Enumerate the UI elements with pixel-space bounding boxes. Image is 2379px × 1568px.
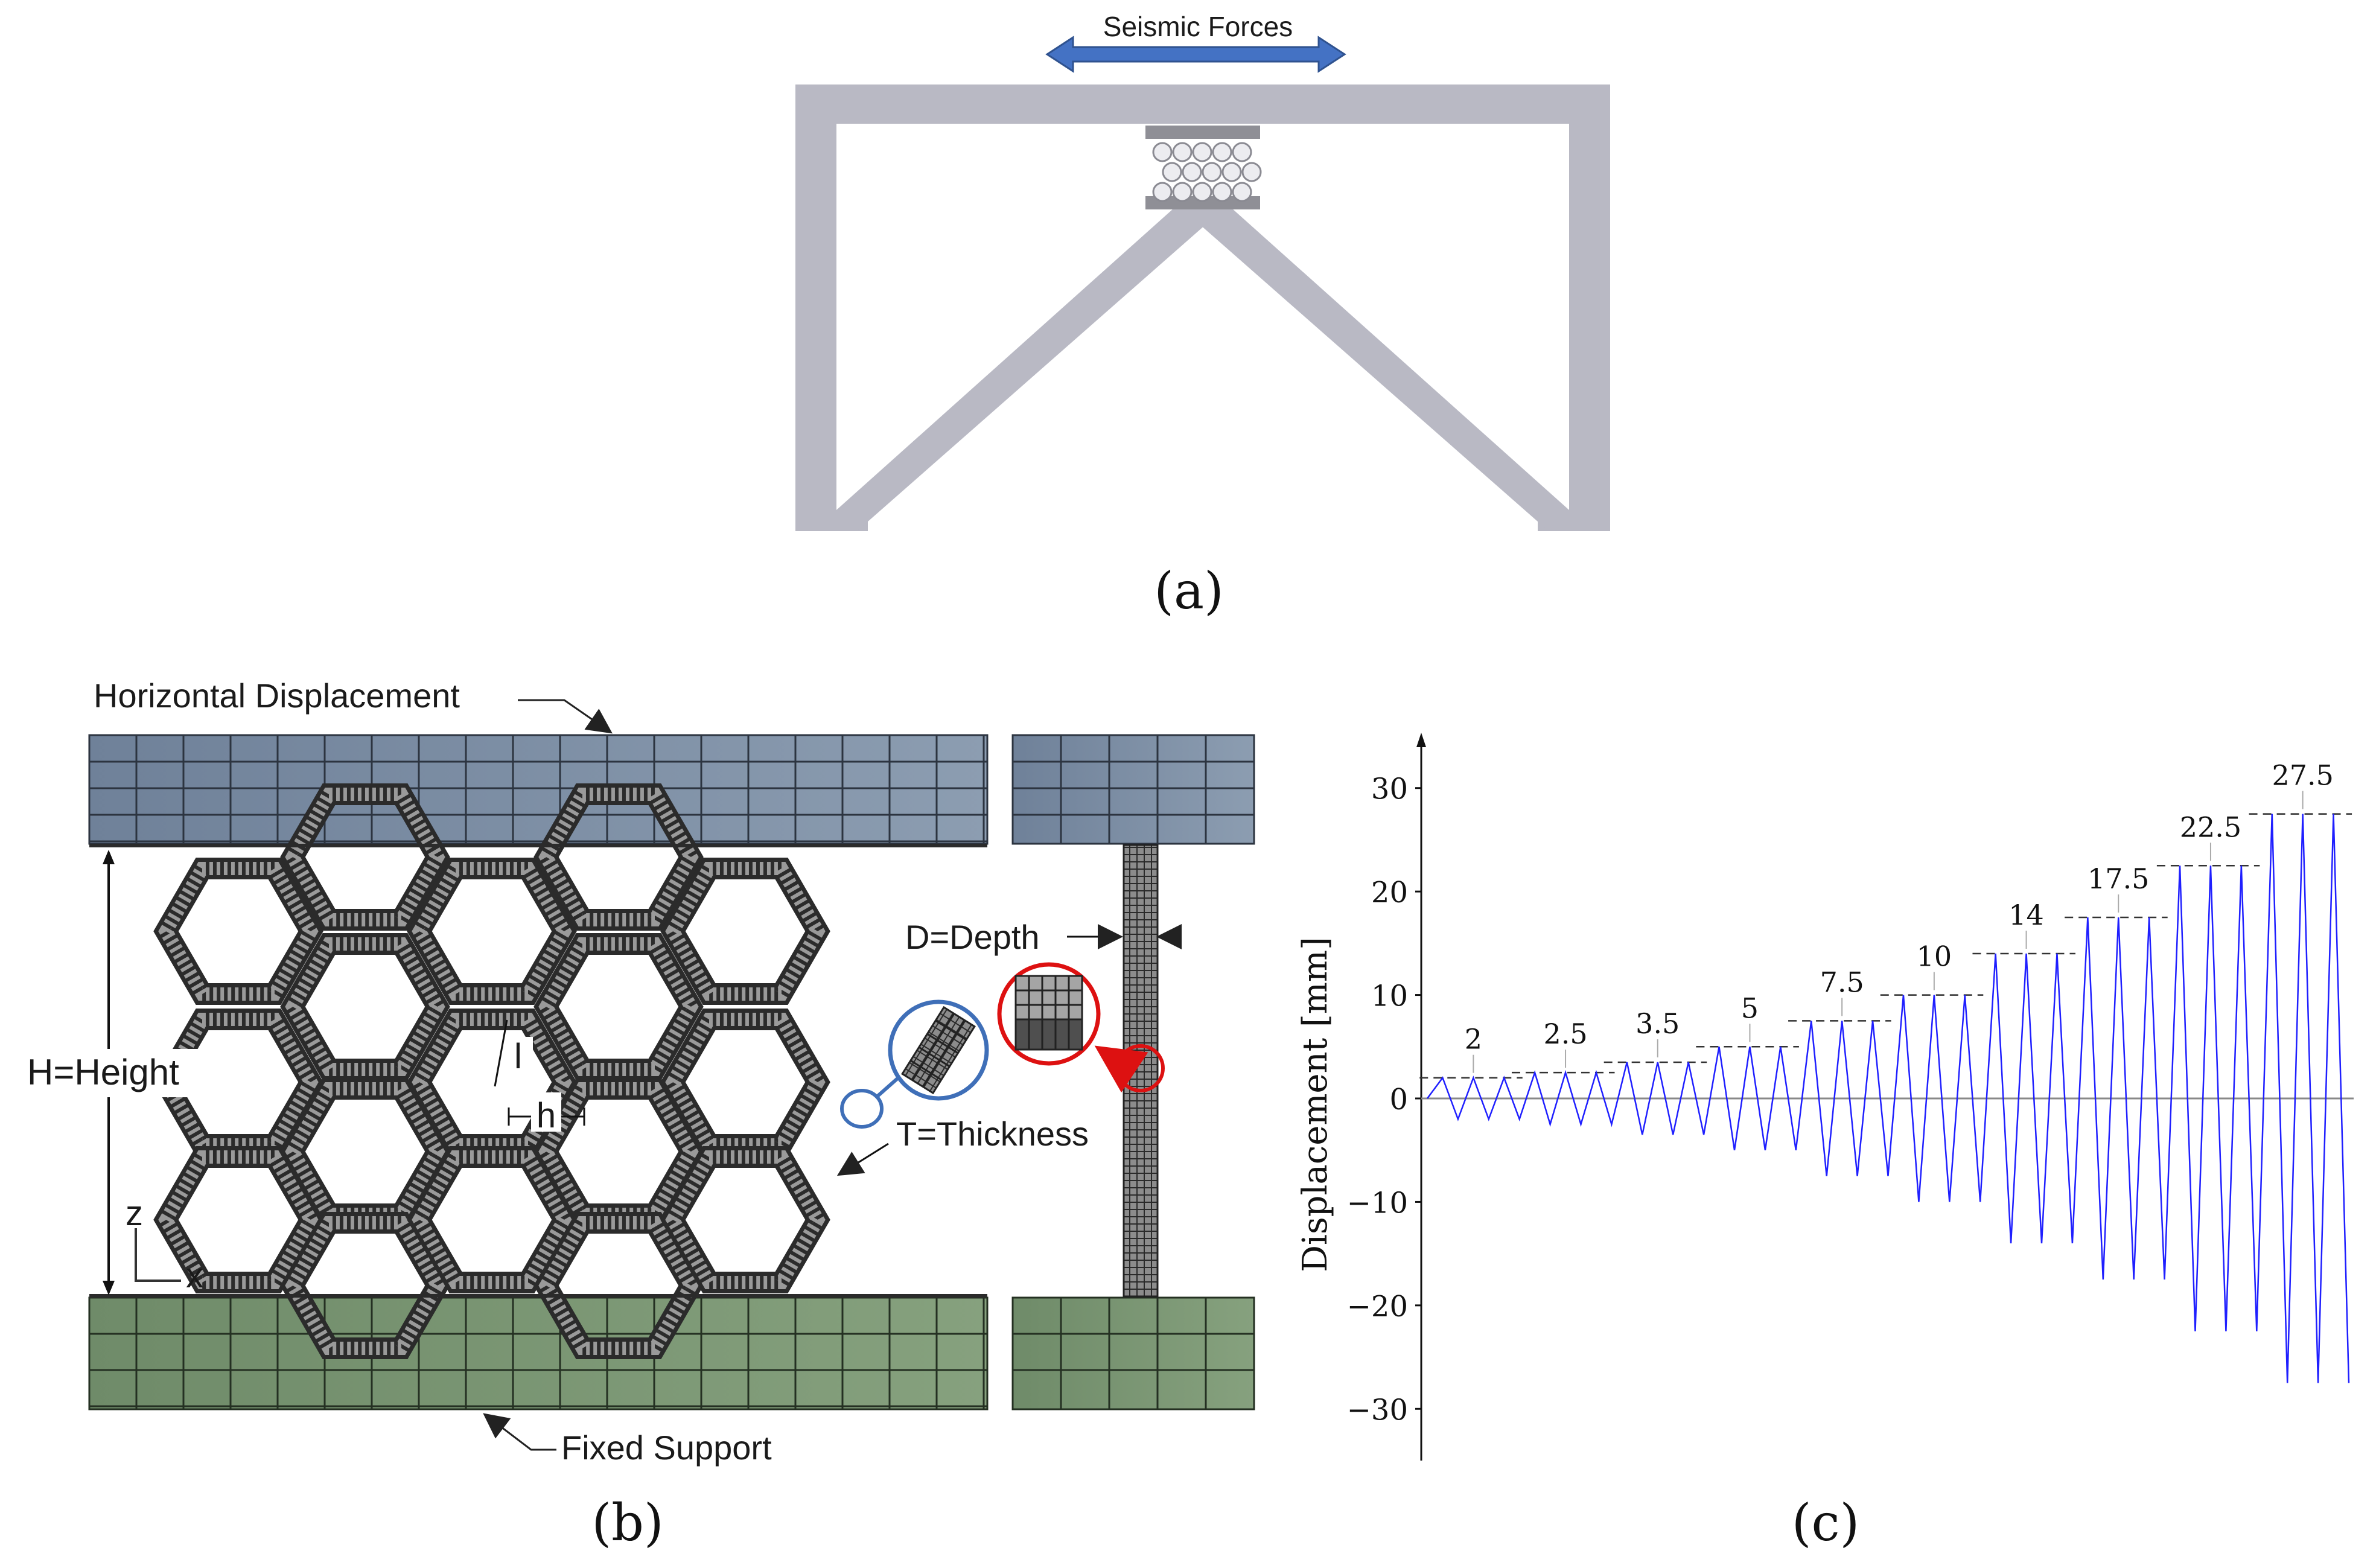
amplitude-label: 17.5	[2088, 862, 2149, 895]
amplitude-label: 2.5	[1543, 1018, 1587, 1050]
y-tick-label: 20	[1371, 876, 1408, 910]
honeycomb-cell-mesh	[158, 1013, 319, 1152]
depth-label: D=Depth	[905, 918, 1040, 956]
honeycomb-cell-mesh	[158, 862, 319, 1001]
seismic-forces-label: Seismic Forces	[1103, 11, 1293, 42]
honeycomb-cell-mesh	[412, 1150, 572, 1289]
amplitude-label: 27.5	[2272, 759, 2333, 792]
top-plate-side-view	[1011, 734, 1255, 845]
honeycomb-cell-mesh	[412, 862, 572, 1001]
bottom-plate-side-view	[1011, 1296, 1255, 1410]
honeycomb-cell-mesh	[538, 1216, 699, 1355]
thickness-label: T=Thickness	[896, 1115, 1089, 1153]
red-zoom-detail	[997, 962, 1165, 1093]
depth-column	[1123, 844, 1159, 1298]
height-label: H=Height	[27, 1052, 179, 1092]
honeycomb-core	[0, 783, 987, 1359]
amplitude-label: 10	[1917, 940, 1952, 973]
honeycomb-damper	[1145, 126, 1262, 209]
y-tick-label: −30	[1347, 1393, 1408, 1427]
l-dimension-label: l	[514, 1037, 522, 1076]
panel-a: Seismic Forces (a)	[795, 11, 1610, 620]
caption-a: (a)	[1154, 561, 1224, 620]
honeycomb-cell-mesh	[158, 1150, 319, 1289]
coordinate-axes-icon	[135, 1228, 181, 1282]
steel-frame	[795, 84, 1610, 531]
axis-x-label: x	[186, 1256, 203, 1295]
honeycomb-cell-mesh	[665, 1013, 826, 1152]
amplitude-label: 3.5	[1635, 1007, 1680, 1040]
amplitude-label: 14	[2008, 899, 2044, 931]
honeycomb-cell-mesh	[285, 788, 445, 926]
seismic-arrow-icon	[1045, 36, 1346, 73]
y-tick-label: 30	[1371, 773, 1408, 806]
y-tick-label: −10	[1347, 1186, 1408, 1220]
honeycomb-cell-mesh	[665, 862, 826, 1001]
blue-zoom-detail	[840, 999, 989, 1129]
amplitude-label: 5	[1741, 992, 1759, 1024]
y-tick-label: 10	[1371, 980, 1408, 1013]
y-tick-label: −20	[1347, 1290, 1408, 1324]
honeycomb-cell-mesh	[412, 1013, 572, 1152]
y-axis-arrow-icon	[1416, 733, 1426, 747]
y-axis-label: Displacement [mm]	[1296, 937, 1335, 1272]
honeycomb-cell-mesh	[285, 1216, 445, 1355]
horizontal-displacement-label: Horizontal Displacement	[94, 677, 460, 715]
amplitude-label: 7.5	[1820, 966, 1864, 998]
honeycomb-cell-mesh	[285, 937, 445, 1076]
y-tick-label: 0	[1389, 1083, 1408, 1117]
fixed-support-label: Fixed Support	[561, 1429, 772, 1467]
axis-z-label: z	[126, 1194, 143, 1233]
honeycomb-cell-mesh	[665, 1150, 826, 1289]
displacement-series-line	[1426, 814, 2350, 1383]
honeycomb-cell-mesh	[538, 937, 699, 1076]
honeycomb-cell-mesh	[538, 788, 699, 926]
panel-b: Horizontal Displacement Fixed Support H=…	[0, 677, 1255, 1552]
amplitude-label: 2	[1465, 1023, 1482, 1056]
caption-b: (b)	[591, 1493, 663, 1552]
amplitude-label: 22.5	[2180, 811, 2241, 843]
h-dimension-label: h	[537, 1096, 556, 1135]
caption-c: (c)	[1792, 1493, 1860, 1552]
